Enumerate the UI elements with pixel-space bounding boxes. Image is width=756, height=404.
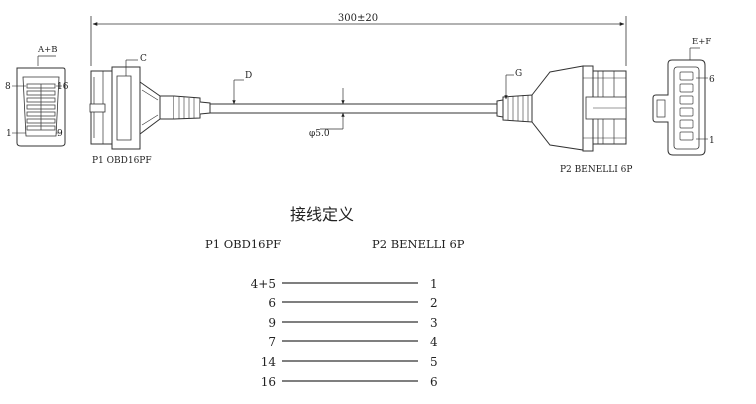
p1-connector-label: P1 OBD16PF [92, 156, 152, 166]
wiring-row: 14 5 [261, 355, 438, 369]
wiring-to-pin: 5 [430, 355, 438, 369]
p2-face-view: E+F 6 1 [652, 37, 715, 156]
cable [210, 103, 497, 114]
p2-pin-slots [679, 71, 694, 141]
wiring-to-pin: 3 [430, 316, 438, 330]
wiring-from-pin: 9 [268, 316, 276, 330]
p1-pin-label-9: 9 [57, 129, 63, 139]
wiring-row: 7 4 [268, 335, 438, 349]
cable-diameter-label: φ5.0 [309, 129, 330, 139]
p1-pin-label-16: 16 [57, 82, 69, 92]
wiring-row: 4+5 1 [251, 277, 438, 291]
wiring-to-pin: 6 [430, 375, 438, 389]
p2-pin-label-1: 1 [709, 136, 715, 146]
p1-face-view: A+B 8 16 1 9 [5, 45, 69, 147]
wiring-from-pin: 4+5 [251, 277, 276, 291]
wiring-row: 6 2 [268, 296, 437, 310]
wiring-from-pin: 6 [268, 296, 276, 310]
wiring-definition: 接线定义 P1 OBD16PF P2 BENELLI 6P 4+5 1 6 2 … [205, 205, 465, 389]
p1-side-view [89, 66, 211, 150]
wiring-from-pin: 14 [261, 355, 277, 369]
p1-pin-label-8: 8 [5, 82, 11, 92]
callout-g-leader: G [504, 69, 522, 100]
cable-diameter-dimension: φ5.0 [309, 88, 345, 139]
callout-g: G [515, 69, 522, 79]
wiring-header-left: P1 OBD16PF [205, 237, 281, 251]
p1-pin-label-1: 1 [6, 129, 12, 139]
callout-a-b: A+B [37, 45, 58, 55]
callout-d: D [245, 71, 252, 81]
p2-connector-label: P2 BENELLI 6P [560, 165, 632, 175]
wiring-from-pin: 7 [268, 335, 276, 349]
wiring-row: 16 6 [261, 375, 438, 389]
callout-c-leader: C [125, 54, 147, 76]
wiring-from-pin: 16 [261, 375, 276, 389]
obd16-pin-grid [26, 83, 56, 131]
wiring-to-pin: 2 [430, 296, 438, 310]
wiring-to-pin: 1 [430, 277, 438, 291]
callout-d-leader: D [232, 71, 252, 105]
wiring-to-pin: 4 [430, 335, 438, 349]
p2-side-view [496, 65, 627, 152]
wiring-header-right: P2 BENELLI 6P [372, 237, 465, 251]
overall-length-label: 300±20 [338, 13, 378, 24]
callout-c: C [140, 54, 147, 64]
wiring-row: 9 3 [268, 316, 437, 330]
callout-e-f: E+F [692, 37, 711, 47]
p2-pin-label-6: 6 [709, 75, 715, 85]
overall-length-dimension: 300±20 [90, 13, 627, 66]
wiring-title: 接线定义 [290, 205, 354, 224]
